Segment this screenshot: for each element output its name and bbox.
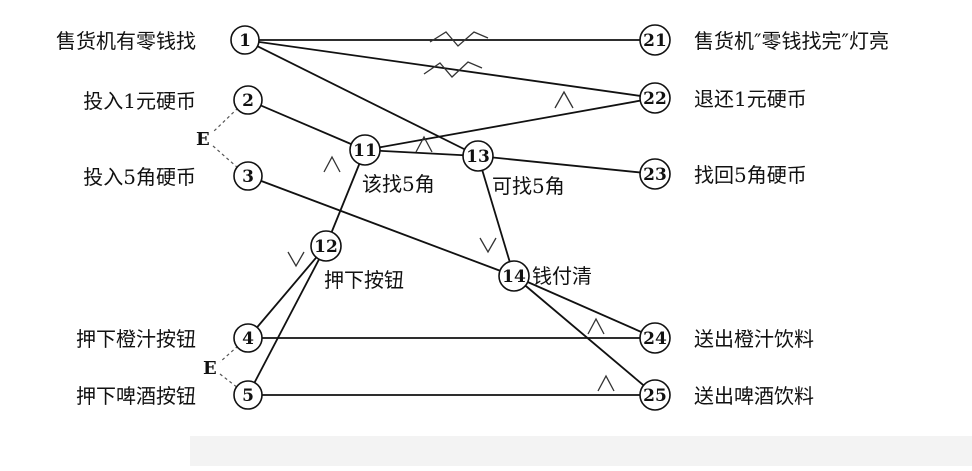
and-mark-11-13 <box>415 135 433 153</box>
effect-node: 22 退还1元硬币 <box>639 82 807 114</box>
node-label: 售货机″零钱找完″灯亮 <box>694 29 889 53</box>
node-number: 2 <box>242 91 254 111</box>
node-number: 12 <box>314 237 338 257</box>
node-circle <box>639 82 671 114</box>
and-mark-22 <box>554 90 574 109</box>
node-label: 该找5角 <box>362 172 435 196</box>
constraint-dash <box>212 107 239 133</box>
node-number: 5 <box>242 386 254 406</box>
node-label: 送出啤酒饮料 <box>694 384 814 408</box>
edge-12-4 <box>247 245 327 339</box>
edge-11-22 <box>364 97 656 151</box>
node-number: 1 <box>239 31 251 51</box>
node-label: 送出橙汁饮料 <box>694 327 814 351</box>
node-number: 24 <box>643 329 667 349</box>
node-label: 押下按钮 <box>324 268 404 292</box>
node-circle <box>639 322 671 354</box>
node-circle <box>233 323 263 353</box>
node-number: 22 <box>643 89 667 109</box>
intermediate-node: 14 钱付清 <box>498 260 592 292</box>
node-circle <box>233 85 263 115</box>
node-circle <box>639 24 671 56</box>
node-circle <box>233 380 263 410</box>
and-mark-11 <box>323 155 341 173</box>
edge-14-24 <box>513 275 656 339</box>
node-number: 25 <box>643 386 667 406</box>
and-mark-25 <box>597 374 615 392</box>
logic-marks <box>287 90 615 392</box>
node-label: 找回5角硬币 <box>694 163 807 187</box>
node-number: 14 <box>502 267 526 287</box>
negation-marks <box>423 31 489 78</box>
effect-nodes: 21 售货机″零钱找完″灯亮 22 退还1元硬币 23 找回5角硬币 24 送出… <box>639 24 889 411</box>
node-circle <box>349 134 381 166</box>
effect-node: 23 找回5角硬币 <box>639 158 807 190</box>
or-mark-14 <box>479 237 497 254</box>
node-label: 押下啤酒按钮 <box>76 384 196 408</box>
node-label: 钱付清 <box>532 264 592 288</box>
intermediate-nodes: 11 该找5角 12 押下按钮 13 可找5角 14 钱付清 <box>310 134 592 292</box>
node-circle <box>230 25 260 55</box>
constraint-label: E <box>203 358 217 379</box>
cause-node: 2 投入1元硬币 <box>83 85 263 115</box>
node-circle <box>462 140 494 172</box>
constraint-label: E <box>196 129 210 150</box>
and-mark-24 <box>587 317 605 335</box>
constraint-dash <box>212 145 239 169</box>
effect-node: 24 送出橙汁饮料 <box>639 322 814 354</box>
constraint-dash <box>219 345 239 363</box>
node-circle <box>639 158 671 190</box>
edges <box>244 39 656 396</box>
negation-mark-1-21 <box>429 31 489 47</box>
edge-14-25 <box>513 275 656 396</box>
cause-node: 3 投入5角硬币 <box>83 161 263 191</box>
intermediate-node: 13 可找5角 <box>462 140 565 198</box>
or-mark-12 <box>287 251 305 268</box>
effect-node: 21 售货机″零钱找完″灯亮 <box>639 24 889 56</box>
edge-11-13 <box>364 149 479 157</box>
edge-11-12 <box>325 149 366 247</box>
node-label: 押下橙汁按钮 <box>76 327 196 351</box>
node-label: 退还1元硬币 <box>694 87 807 111</box>
edge-13-14 <box>477 155 515 277</box>
node-number: 21 <box>643 31 667 51</box>
effect-node: 25 送出啤酒饮料 <box>639 379 814 411</box>
intermediate-node: 12 押下按钮 <box>310 230 404 292</box>
node-number: 13 <box>466 147 490 167</box>
node-circle <box>639 379 671 411</box>
node-number: 23 <box>643 165 667 185</box>
intermediate-node: 11 该找5角 <box>349 134 435 196</box>
edge-1-22 <box>244 39 656 99</box>
node-label: 投入1元硬币 <box>83 89 196 113</box>
node-circle <box>310 230 342 262</box>
edge-3-14 <box>247 175 515 277</box>
edge-12-5 <box>247 245 327 396</box>
cause-node: 4 押下橙汁按钮 <box>76 323 263 353</box>
node-number: 3 <box>242 167 254 187</box>
edge-2-11 <box>247 99 366 151</box>
edge-13-23 <box>477 155 656 175</box>
constraint-dash <box>219 373 239 389</box>
node-label: 可找5角 <box>492 174 565 198</box>
cause-node: 5 押下啤酒按钮 <box>76 380 263 410</box>
node-number: 11 <box>353 141 377 161</box>
node-label: 投入5角硬币 <box>83 165 196 189</box>
node-label: 售货机有零钱找 <box>56 29 196 53</box>
footer-strip <box>190 436 972 466</box>
cause-node: 1 售货机有零钱找 <box>56 25 260 55</box>
exclusive-constraints: E E <box>196 107 239 389</box>
node-circle <box>498 260 530 292</box>
node-circle <box>233 161 263 191</box>
negation-mark-1-22 <box>423 61 483 78</box>
cause-nodes: 1 售货机有零钱找 2 投入1元硬币 3 投入5角硬币 4 押下橙汁按钮 5 押… <box>56 25 263 410</box>
node-number: 4 <box>242 329 254 349</box>
